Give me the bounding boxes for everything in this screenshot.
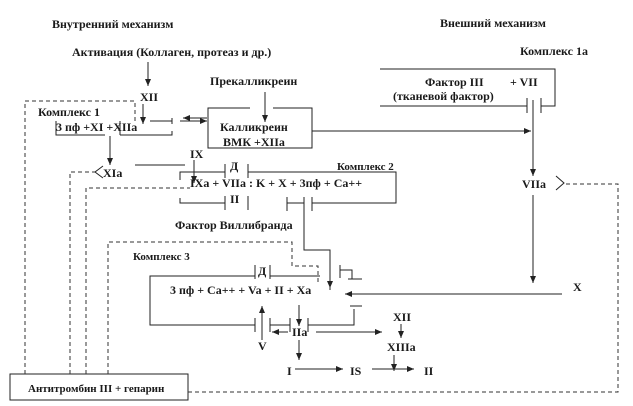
chevron bbox=[555, 175, 565, 191]
tissue-factor: (тканевой фактор) bbox=[393, 89, 494, 103]
prekallikrein-label: Прекалликреин bbox=[210, 74, 297, 88]
is-label: IS bbox=[350, 364, 362, 378]
willebrand-label: Фактор Виллибранда bbox=[175, 218, 293, 232]
xii-top: XII bbox=[140, 90, 158, 104]
xia-label: XIa bbox=[103, 166, 122, 180]
ix-label: IX bbox=[190, 147, 204, 161]
line-to-xa bbox=[303, 211, 331, 290]
complex2-formula: IXa + VIIa : K + X + 3пф + Ca++ bbox=[190, 176, 362, 190]
kallikrein-line1: Калликреин bbox=[220, 120, 288, 134]
complex3-bracket bbox=[149, 265, 362, 332]
dashed-line bbox=[85, 187, 190, 374]
complex2-d: Д bbox=[230, 159, 239, 173]
viia-label: VIIa bbox=[522, 177, 546, 191]
complex3-label: Комплекс 3 bbox=[133, 251, 190, 263]
dashed-line bbox=[24, 100, 136, 374]
v-label: V bbox=[258, 339, 267, 353]
xii-bottom: XII bbox=[393, 310, 411, 324]
factor-iii: Фактор III bbox=[425, 75, 484, 89]
complex2-ii: II bbox=[230, 192, 240, 206]
complex1-bracket bbox=[55, 118, 173, 136]
antithrombin-box bbox=[9, 373, 189, 401]
complex1-label: Комплекс 1 bbox=[38, 105, 100, 119]
complex3-d: Д bbox=[258, 264, 267, 278]
i-label: I bbox=[287, 364, 292, 378]
xiiia-label: XIIIa bbox=[387, 340, 416, 354]
complex2-bracket bbox=[179, 164, 397, 211]
complex3-formula: 3 пф + Ca++ + Va + II + Xa bbox=[170, 283, 311, 297]
tissue-factor-box bbox=[380, 68, 556, 107]
antithrombin-label: Антитромбин III + гепарин bbox=[28, 383, 165, 395]
kallikrein-box bbox=[207, 107, 313, 149]
activation-label: Активация (Коллаген, протеаз и др.) bbox=[72, 45, 271, 59]
complex2-label: Комплекс 2 bbox=[337, 161, 394, 173]
ii-end-label: II bbox=[424, 364, 434, 378]
complex1-formula: 3 пф +XI +XIIa bbox=[56, 120, 137, 134]
plus-vii: + VII bbox=[510, 75, 538, 89]
kallikrein-line2: ВМК +XIIa bbox=[223, 135, 285, 149]
complex1a-label: Комплекс 1а bbox=[520, 44, 588, 58]
chevron-xia bbox=[94, 165, 104, 179]
iia-label: IIa bbox=[292, 325, 307, 339]
x-label: X bbox=[573, 280, 582, 294]
dashed-line bbox=[69, 171, 95, 374]
intrinsic-heading: Внутренний механизм bbox=[52, 17, 173, 31]
extrinsic-heading: Внешний механизм bbox=[440, 16, 546, 30]
dashed-line bbox=[188, 183, 619, 393]
